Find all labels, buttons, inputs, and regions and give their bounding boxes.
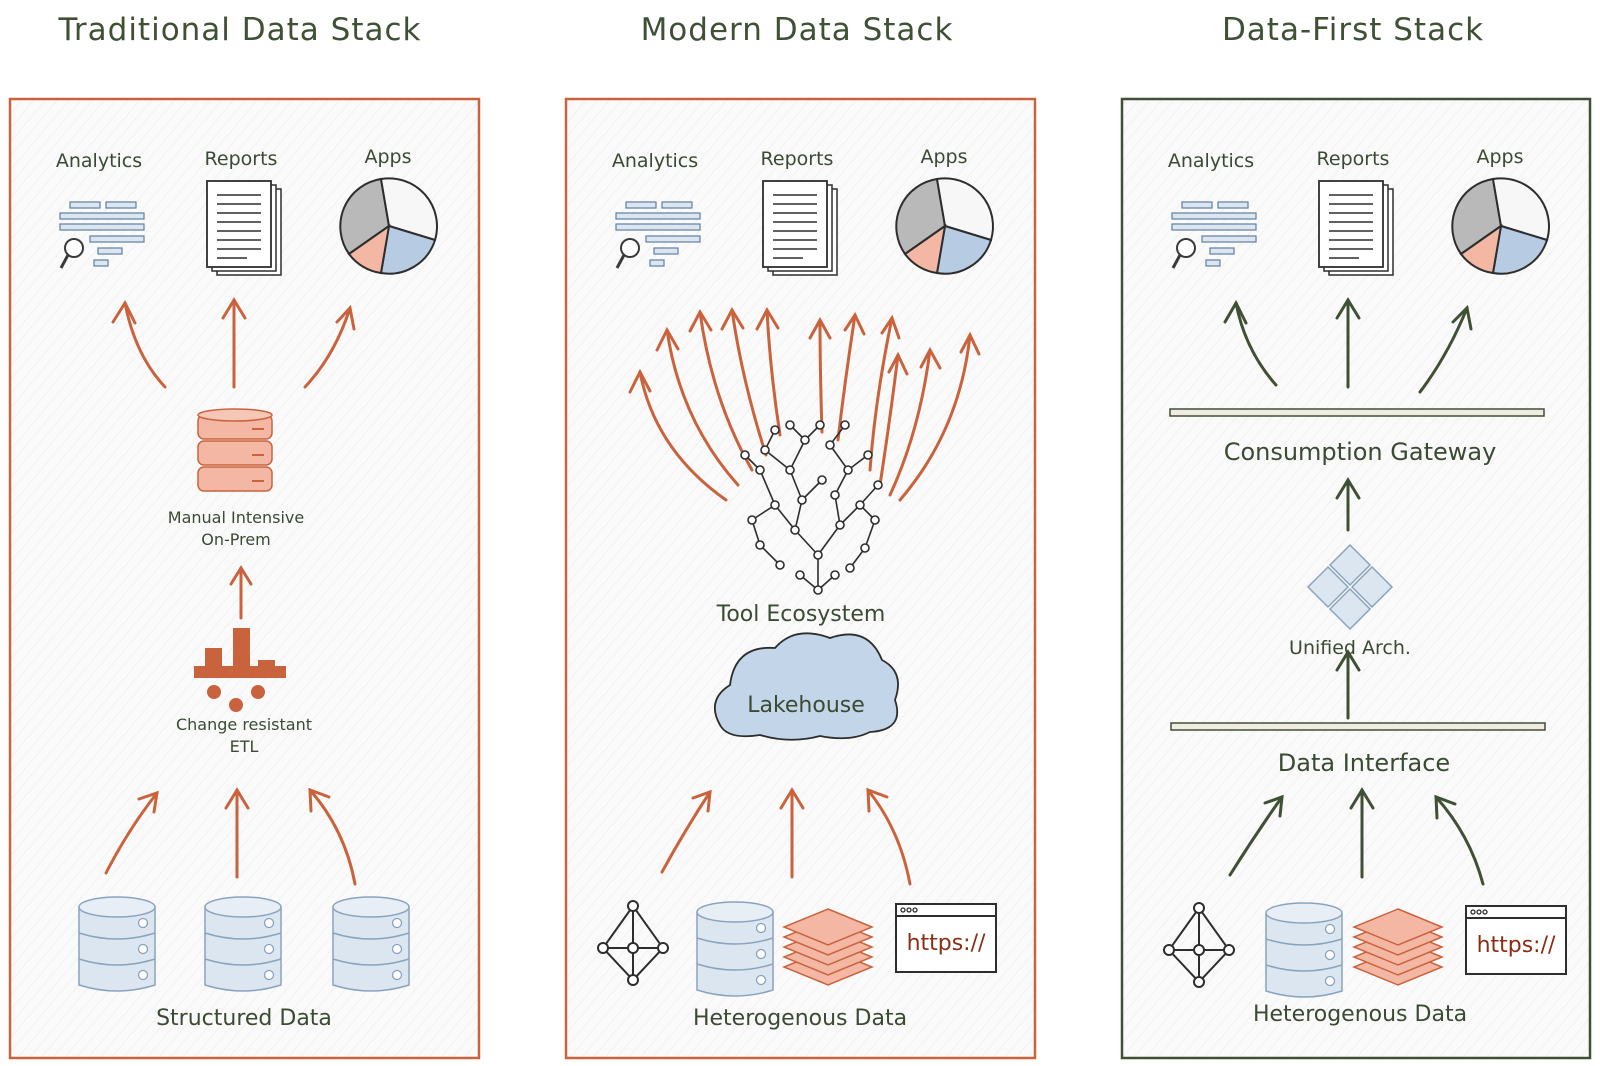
consumption-gateway-bar xyxy=(1169,408,1545,417)
arrows-from-sources xyxy=(1228,787,1485,886)
arrows-from-sources xyxy=(660,787,912,886)
label-heterogenous-data: Heterogenous Data xyxy=(693,1006,907,1031)
server-stack-icon xyxy=(197,408,273,492)
reports-icon xyxy=(206,180,282,276)
arrow-to-unified xyxy=(1335,649,1361,720)
arrows-from-sources xyxy=(104,787,357,886)
label-data-interface: Data Interface xyxy=(1278,749,1450,777)
label-reports: Reports xyxy=(205,148,278,170)
label-structured-data: Structured Data xyxy=(156,1006,332,1031)
title-modern: Modern Data Stack xyxy=(641,12,954,48)
title-traditional: Traditional Data Stack xyxy=(58,12,422,48)
reports-icon xyxy=(1318,180,1394,276)
lakehouse-cloud-icon xyxy=(713,632,899,741)
label-unified-arch: Unified Arch. xyxy=(1289,637,1411,659)
label-apps: Apps xyxy=(364,146,411,168)
label-change-resistant: Change resistant xyxy=(176,715,312,734)
arrows-to-consumers xyxy=(1223,297,1473,394)
database-icon xyxy=(696,901,774,997)
database-icon xyxy=(204,896,282,992)
label-heterogenous-data: Heterogenous Data xyxy=(1253,1002,1467,1027)
label-reports: Reports xyxy=(761,148,834,170)
label-analytics: Analytics xyxy=(612,150,698,172)
label-consumption-gateway: Consumption Gateway xyxy=(1224,438,1497,466)
database-icon xyxy=(332,896,410,992)
label-apps: Apps xyxy=(1476,146,1523,168)
label-on-prem: On-Prem xyxy=(201,530,271,549)
database-icon xyxy=(1265,902,1343,998)
pie-chart-icon xyxy=(895,177,994,275)
label-etl: ETL xyxy=(230,737,259,756)
database-icon xyxy=(78,896,156,992)
arrows-to-consumers xyxy=(111,297,356,389)
tool-ecosystem-icon xyxy=(740,420,883,595)
etl-icon xyxy=(194,628,286,712)
pie-chart-icon xyxy=(1451,177,1550,275)
arrow-to-gateway xyxy=(1335,477,1361,532)
arrow-etl-to-store xyxy=(229,565,253,620)
url-text: https:// xyxy=(1477,933,1556,958)
unified-arch-icon xyxy=(1306,543,1394,631)
label-apps: Apps xyxy=(920,146,967,168)
label-lakehouse: Lakehouse xyxy=(747,693,865,718)
label-tool-ecosystem: Tool Ecosystem xyxy=(716,602,886,627)
data-interface-bar xyxy=(1170,722,1546,731)
url-text: https:// xyxy=(907,931,986,956)
label-manual-intensive: Manual Intensive xyxy=(168,508,304,527)
label-analytics: Analytics xyxy=(56,150,142,172)
label-analytics: Analytics xyxy=(1168,150,1254,172)
label-reports: Reports xyxy=(1317,148,1390,170)
pie-chart-icon xyxy=(339,177,438,275)
reports-icon xyxy=(762,180,838,276)
title-data-first: Data-First Stack xyxy=(1222,12,1484,48)
